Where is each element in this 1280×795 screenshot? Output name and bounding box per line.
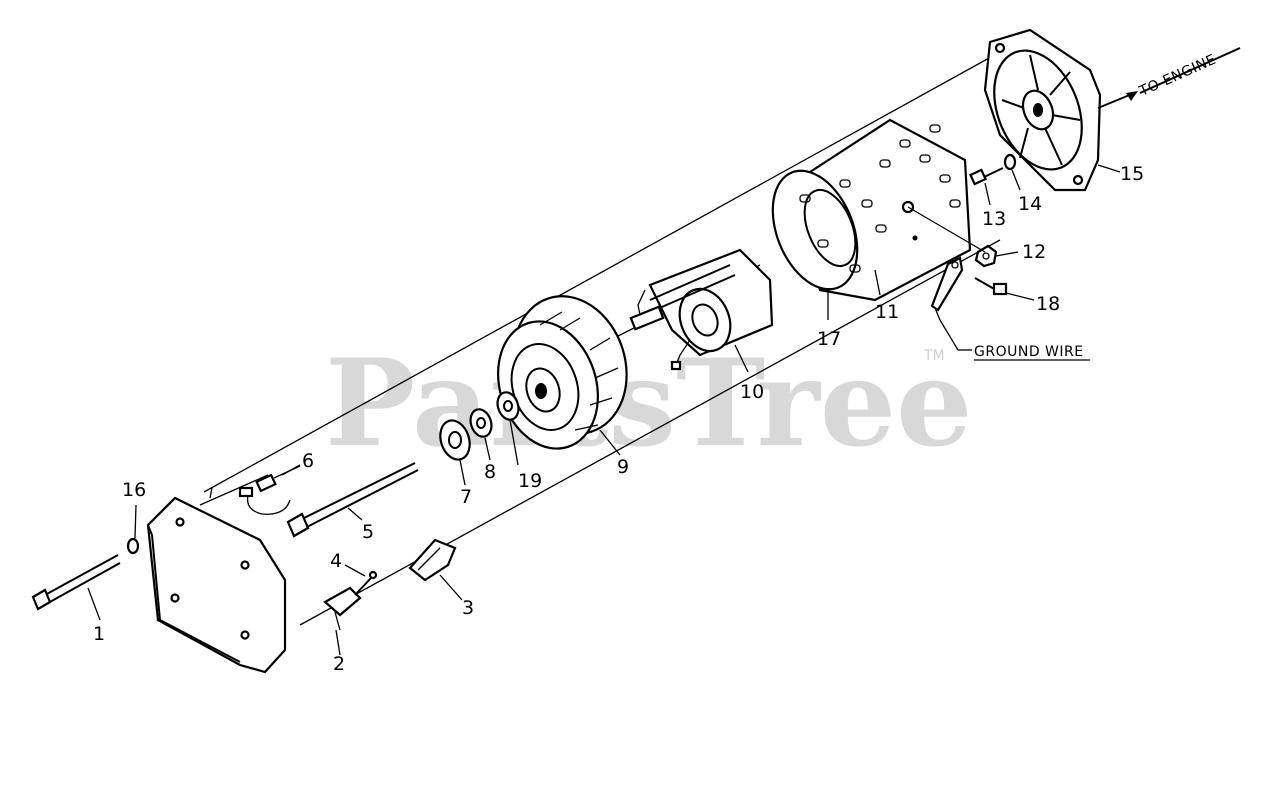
screw-4 (354, 570, 378, 596)
through-bolt-5 (286, 462, 419, 538)
connector-6 (238, 465, 301, 515)
bolt-18 (974, 277, 1008, 296)
rotor-armature (629, 248, 774, 371)
callout-18: 18 (1036, 293, 1060, 315)
watermark-tm: TM (923, 348, 945, 364)
callout-labels: 1 2 3 4 5 6 7 8 9 10 11 12 13 14 15 16 1… (93, 163, 1144, 675)
washer-14 (1003, 153, 1017, 171)
callout-13: 13 (982, 208, 1006, 230)
callout-6: 6 (302, 450, 314, 472)
callout-3: 3 (462, 597, 474, 619)
bolt-13 (968, 167, 1004, 186)
callout-11: 11 (875, 301, 899, 323)
callout-17: 17 (817, 328, 841, 350)
callout-14: 14 (1018, 193, 1042, 215)
washer-16 (126, 537, 140, 555)
callout-8: 8 (484, 461, 496, 483)
callout-12: 12 (1022, 241, 1046, 263)
bolt-1 (31, 554, 121, 611)
callout-7: 7 (460, 486, 472, 508)
washer-8 (469, 408, 493, 438)
end-cover-plate (146, 496, 287, 674)
callout-1: 1 (93, 623, 105, 645)
callout-9: 9 (617, 456, 629, 478)
callout-5: 5 (362, 521, 374, 543)
callout-19: 19 (518, 470, 542, 492)
washer-19 (496, 391, 520, 421)
ground-wire (930, 256, 972, 351)
ground-wire-label: GROUND WIRE (974, 344, 1084, 360)
cooling-fan (497, 295, 628, 450)
callout-15: 15 (1120, 163, 1144, 185)
bearing-7 (439, 419, 471, 461)
to-engine-arrow (1097, 47, 1241, 109)
leader-lines (87, 164, 1121, 656)
to-engine-label: TO ENGINE (1136, 52, 1218, 100)
engine-adapter-housing (983, 28, 1102, 192)
nut-12 (974, 244, 998, 268)
watermark: PartsTree (325, 333, 972, 474)
stator-housing (771, 118, 972, 302)
brush-3 (408, 538, 457, 582)
callout-2: 2 (333, 653, 345, 675)
callout-16: 16 (122, 479, 146, 501)
callout-10: 10 (740, 381, 764, 403)
callout-4: 4 (330, 550, 342, 572)
brush-holder-2 (323, 586, 362, 631)
